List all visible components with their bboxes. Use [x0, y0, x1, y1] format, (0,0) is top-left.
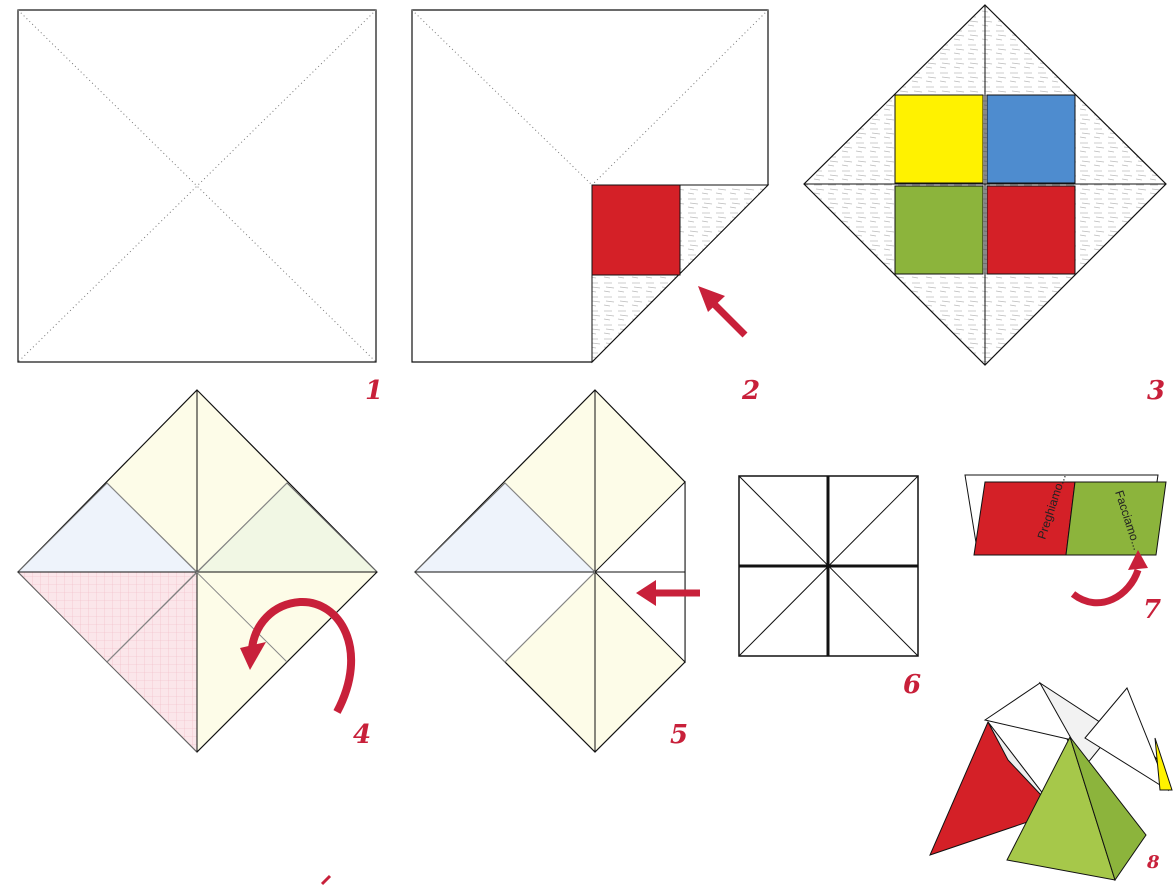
step-number-2: 2: [742, 376, 760, 406]
step-5-diamond: [415, 390, 685, 752]
step-8-fortune-teller: [930, 683, 1172, 880]
red-flap: [592, 185, 680, 275]
step-4-diamond: [18, 390, 377, 752]
stray-mark: [322, 876, 330, 884]
step-number-3: 3: [1147, 376, 1165, 406]
red-flap-3: [987, 186, 1075, 274]
step-number-6: 6: [903, 670, 921, 700]
yellow-flap: [895, 95, 983, 183]
step-1-square: [18, 10, 376, 362]
curved-arrow-icon: [1073, 550, 1148, 603]
step-number-8: 8: [1147, 852, 1160, 873]
step-3-colored-flaps: [804, 5, 1166, 365]
step-number-7: 7: [1143, 595, 1161, 625]
straight-arrow-icon: [698, 286, 745, 335]
green-flap: [895, 186, 983, 274]
step-number-4: 4: [353, 720, 371, 750]
step-number-1: 1: [365, 376, 383, 406]
step-6-square: [739, 476, 918, 656]
step-7-folded: Preghiamo... Facciamo...: [965, 472, 1166, 555]
blue-flap: [987, 95, 1075, 183]
step-number-5: 5: [670, 720, 688, 750]
